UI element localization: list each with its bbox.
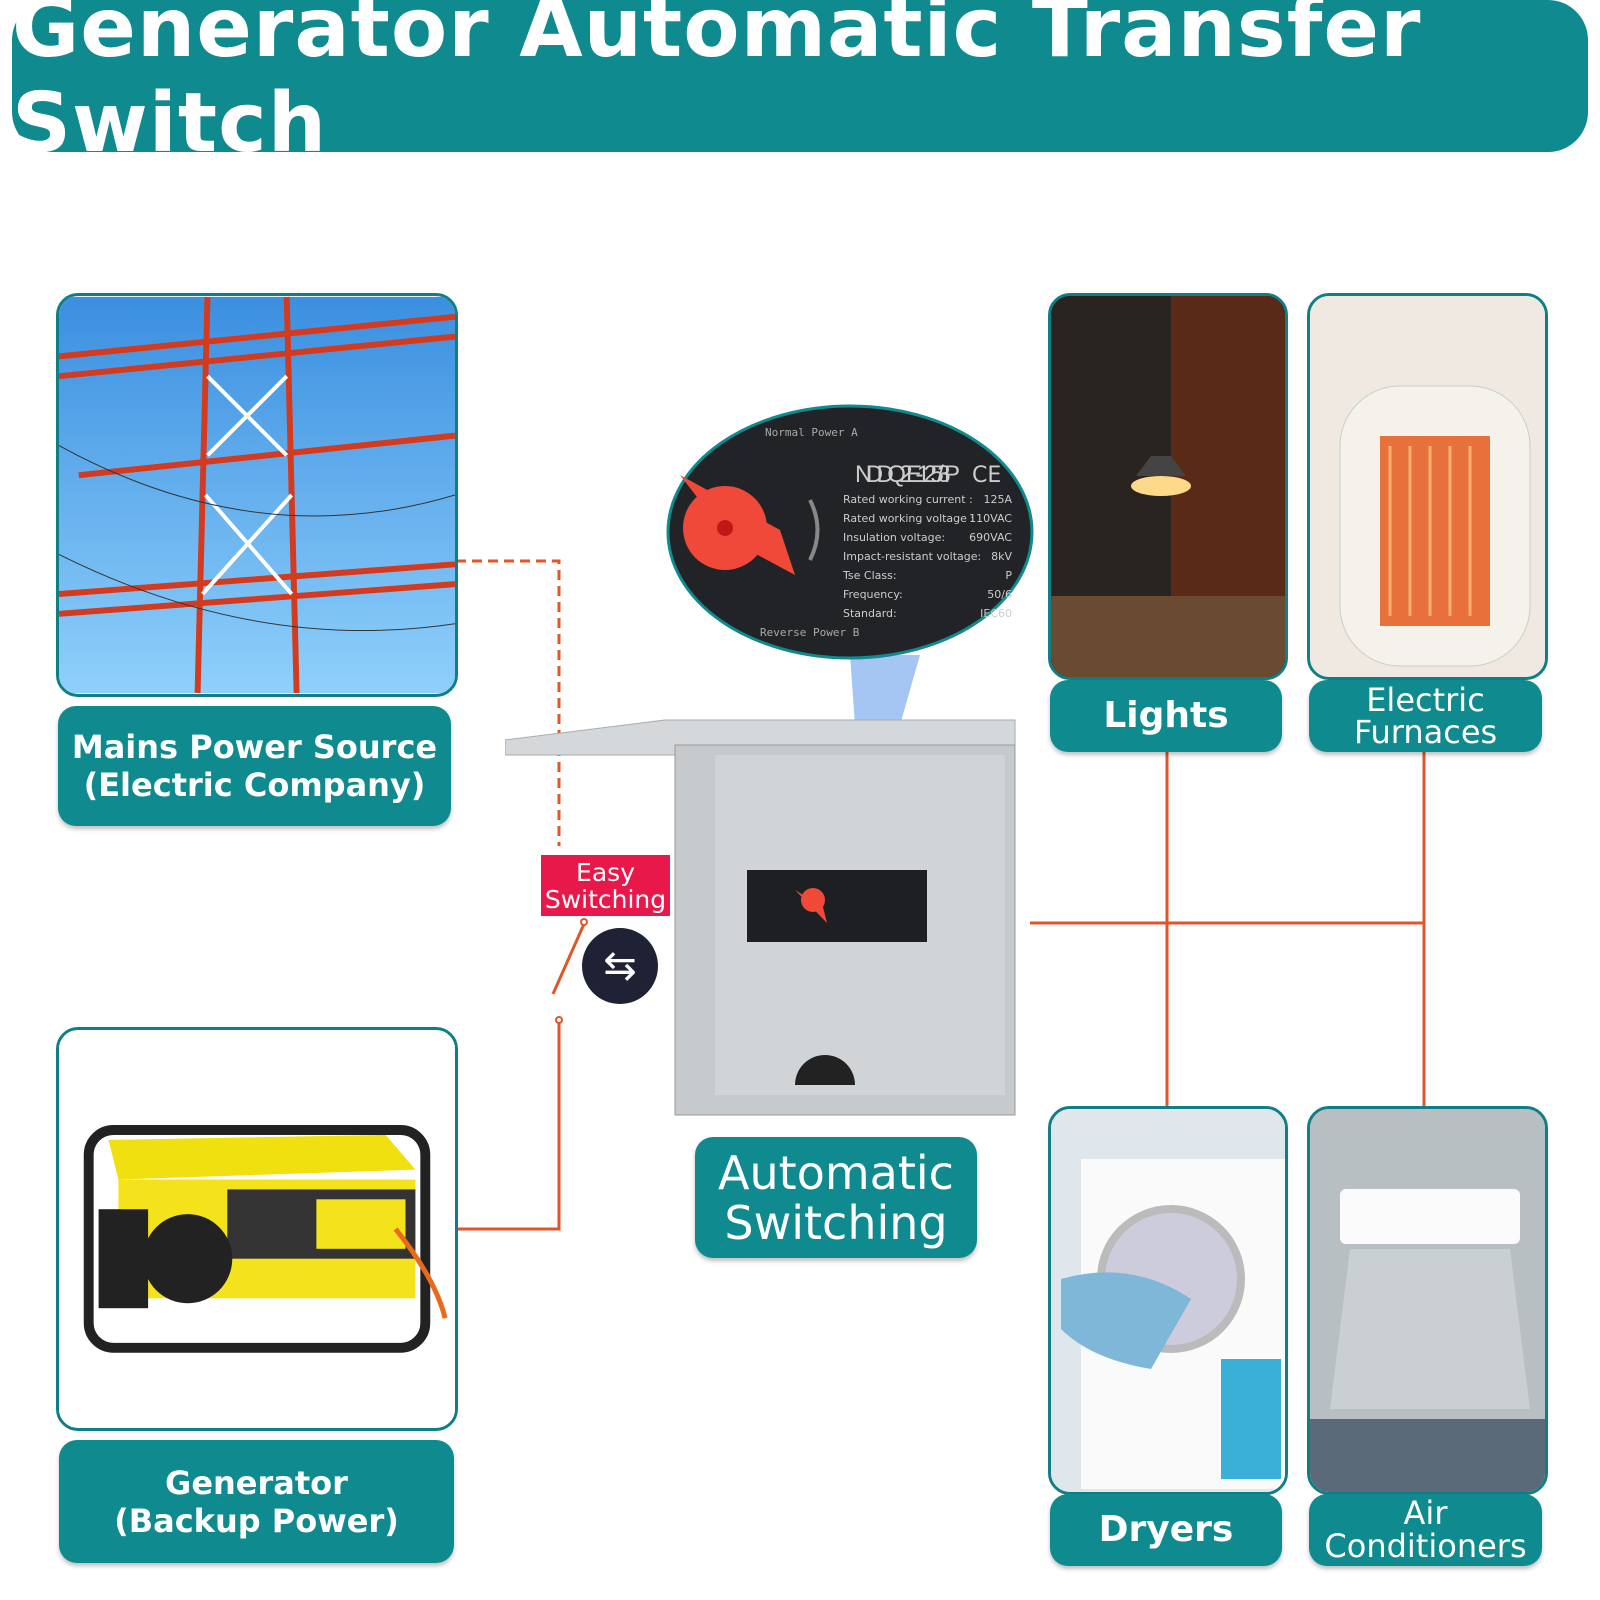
spec-value: P xyxy=(1005,569,1012,582)
tag-line2: Switching xyxy=(544,884,667,914)
spec-key: Insulation voltage: xyxy=(843,531,945,544)
dryers-label-text: Dryers xyxy=(1098,1509,1234,1550)
tag-line1: Easy xyxy=(576,857,635,887)
easy-switching-tag: Easy Switching xyxy=(541,855,670,916)
spec-value: 8kV xyxy=(991,550,1012,563)
switch-blade-line xyxy=(551,923,586,995)
spec-value: IEC60 xyxy=(980,607,1012,620)
power-tower-image xyxy=(56,293,458,697)
swap-arrows-icon: ⇆ xyxy=(582,928,658,1004)
electric-furnace-image xyxy=(1307,293,1548,680)
generator-line xyxy=(456,1020,561,1231)
transfer-switch-box-image xyxy=(505,719,1016,1116)
spec-value: 125A xyxy=(983,493,1012,506)
auto-label-line2: Switching xyxy=(724,1195,948,1250)
lights-image xyxy=(1048,293,1288,680)
spec-key: Rated working voltage : xyxy=(843,512,974,525)
spec-value: 690VAC xyxy=(969,531,1012,544)
mains-label: Mains Power Source (Electric Company) xyxy=(58,706,451,826)
spec-key: Impact-resistant voltage: xyxy=(843,550,981,563)
air-conditioner-image xyxy=(1307,1106,1548,1495)
page-title: Generator Automatic Transfer Switch xyxy=(12,0,1422,171)
panel-model: NDDQ2E-125/3P xyxy=(855,461,960,488)
lights-label-text: Lights xyxy=(1103,695,1229,736)
spec-key: Rated working current : xyxy=(843,493,973,506)
generator-label: Generator (Backup Power) xyxy=(59,1440,454,1563)
spec-key: Tse Class: xyxy=(842,569,897,582)
auto-label-line1: Automatic xyxy=(718,1145,954,1200)
panel-bottom-label: Reverse Power B xyxy=(760,626,860,639)
mains-label-line2: (Electric Company) xyxy=(83,766,426,804)
spec-value: 110VAC xyxy=(969,512,1012,525)
ac-label-line2: Conditioners xyxy=(1324,1527,1527,1565)
ce-mark: CE xyxy=(972,463,1001,488)
rotate-arrow-icon xyxy=(808,499,820,561)
lights-label: Lights xyxy=(1050,680,1282,752)
ac-label-line1: Air xyxy=(1403,1494,1448,1532)
spec-value: 50/6 xyxy=(987,588,1012,601)
dryers-label: Dryers xyxy=(1050,1494,1282,1566)
furnaces-label-line2: Furnaces xyxy=(1353,713,1498,751)
dryer-image xyxy=(1048,1106,1288,1495)
generator-label-line2: (Backup Power) xyxy=(114,1501,399,1540)
automatic-switching-label: Automatic Switching xyxy=(695,1137,977,1258)
spec-key: Frequency: xyxy=(843,588,903,601)
furnaces-label-line1: Electric xyxy=(1366,681,1485,719)
generator-image xyxy=(56,1027,458,1431)
switch-panel xyxy=(747,870,927,942)
magnified-panel: Normal Power A Reverse Power B NDDQ2E-12… xyxy=(666,404,1034,725)
title-banner: Generator Automatic Transfer Switch xyxy=(12,0,1588,171)
spec-key: Standard: xyxy=(843,607,897,620)
panel-top-label: Normal Power A xyxy=(765,426,858,439)
mains-label-line1: Mains Power Source xyxy=(71,728,438,766)
generator-label-line1: Generator xyxy=(165,1463,348,1502)
